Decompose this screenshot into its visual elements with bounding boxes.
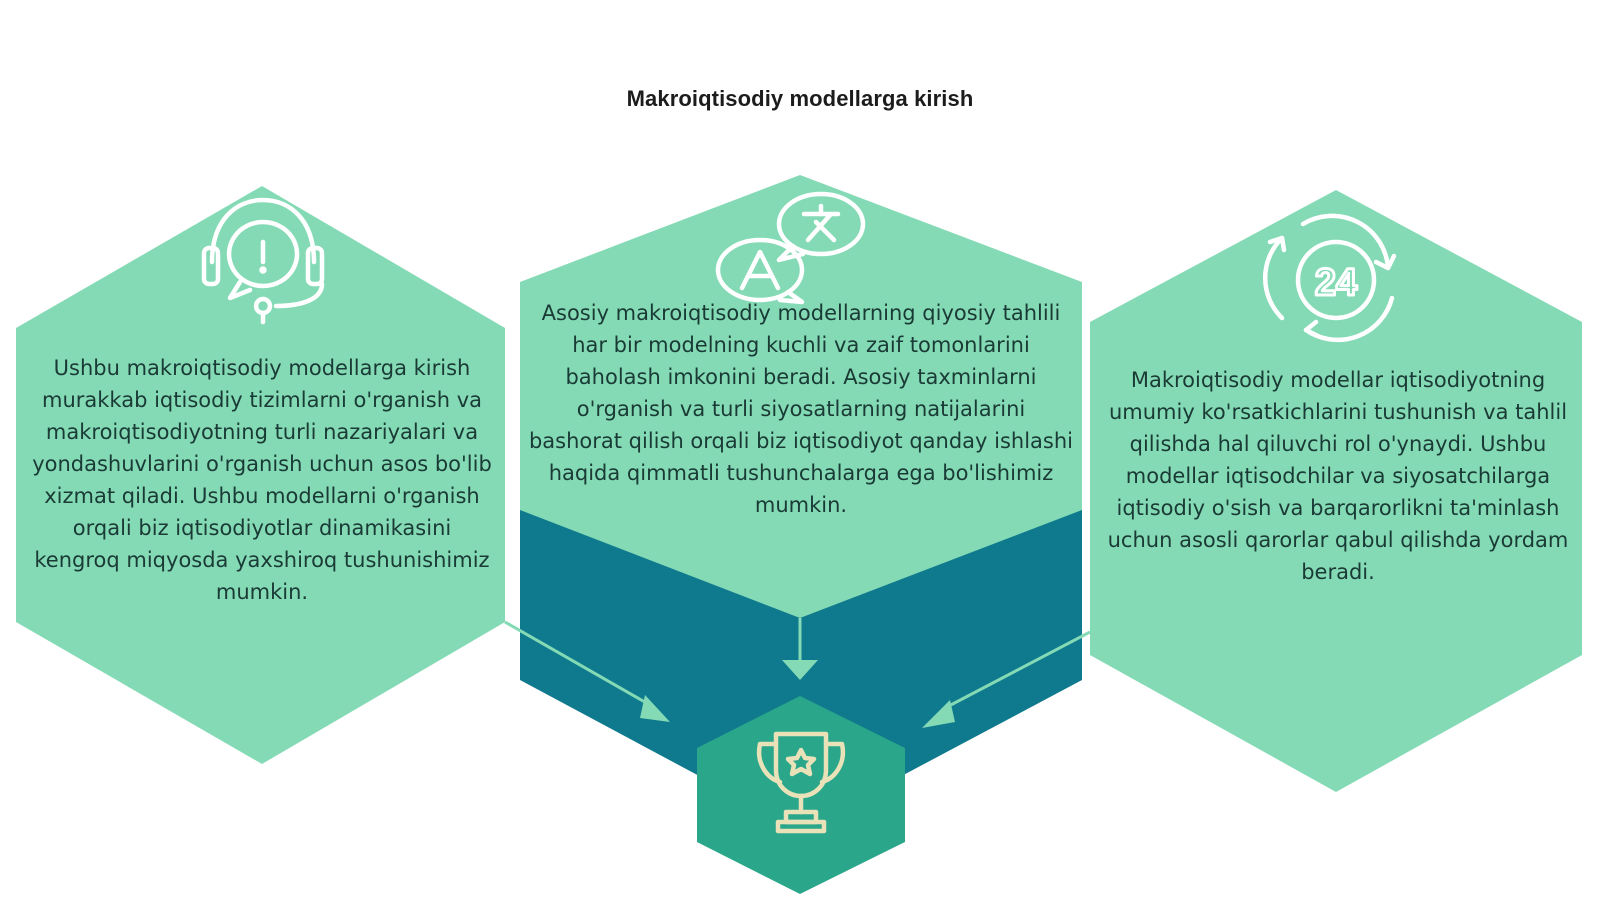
connector-left-arrow (504, 620, 670, 722)
panel-left-text: Ushbu makroiqtisodiy modellarga kirish m… (32, 356, 492, 604)
panel-right-text: Makroiqtisodiy modellar iqtisodiyotning … (1107, 368, 1569, 584)
trophy-icon (756, 731, 846, 834)
panel-center-text: Asosiy makroiqtisodiy modellarning qiyos… (528, 301, 1074, 517)
diagram-title: Makroiqtisodiy modellarga kirish (626, 86, 974, 111)
hexagon-center (520, 175, 1082, 618)
headset-icon (201, 197, 325, 325)
clock-24-icon: 24 (1263, 213, 1397, 343)
hexagon-right (1090, 190, 1582, 792)
hexagon-left (16, 186, 505, 764)
translate-icon (715, 191, 866, 305)
svg-text:24: 24 (1315, 262, 1357, 304)
connector-center-arrow (782, 618, 818, 680)
connector-right-arrow (922, 630, 1091, 728)
